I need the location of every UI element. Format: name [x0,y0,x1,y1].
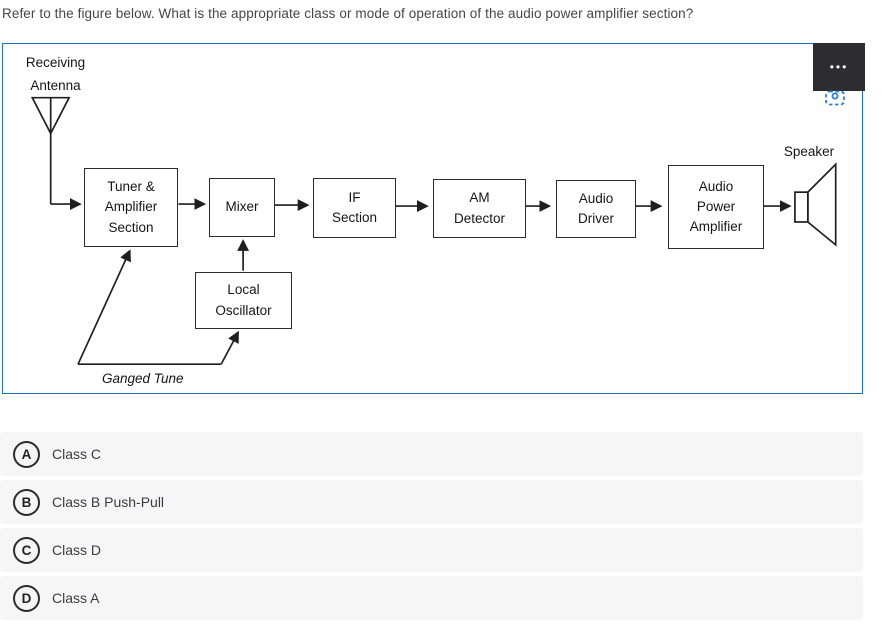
option-b[interactable]: B Class B Push-Pull [0,480,863,524]
block-tuner-amplifier-section: Tuner & Amplifier Section [84,168,178,247]
flow-arrows [178,198,792,271]
option-a-letter: A [13,440,40,468]
option-d-label: Class A [52,590,100,606]
option-b-letter: B [13,488,40,516]
ganged-tune-label: Ganged Tune [102,371,184,386]
block-mixer: Mixer [209,178,275,237]
speaker-icon [794,162,837,247]
answer-options: A Class C B Class B Push-Pull C Class D … [0,432,863,624]
option-a[interactable]: A Class C [0,432,863,476]
speaker-label: Speaker [783,144,835,159]
option-c-letter: C [13,536,40,564]
option-a-label: Class C [52,446,102,462]
more-options-button[interactable]: ••• [813,43,865,91]
block-diagram-lines [30,96,837,366]
option-d[interactable]: D Class A [0,576,863,620]
option-d-letter: D [13,584,40,612]
figure-panel: Receiving Antenna Speaker Ganged Tune Tu… [2,43,863,394]
block-audio-power-amplifier: Audio Power Amplifier [668,165,764,249]
antenna-icon [30,96,82,210]
option-c-label: Class D [52,542,102,558]
ganged-tune-linkage [77,249,239,366]
screen-clip-icon[interactable] [823,88,847,108]
question-text: Refer to the figure below. What is the a… [2,6,694,21]
block-audio-driver: Audio Driver [556,180,636,238]
block-local-oscillator: Local Oscillator [195,272,292,329]
option-c[interactable]: C Class D [0,528,863,572]
block-if-section: IF Section [313,178,396,238]
antenna-label: Receiving Antenna [25,55,86,93]
option-b-label: Class B Push-Pull [52,494,165,510]
block-am-detector: AM Detector [433,179,526,238]
